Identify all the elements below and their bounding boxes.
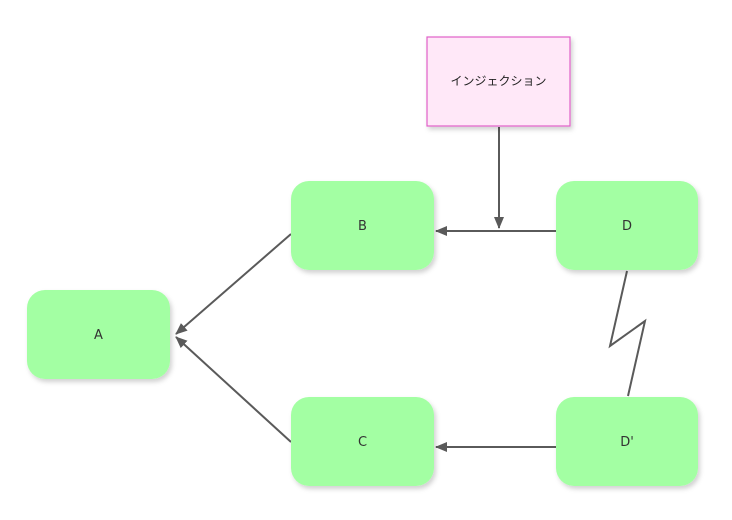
node-d-prime[interactable]: D' — [556, 397, 698, 486]
edge-d-dprime-lightning[interactable] — [608, 270, 647, 397]
node-a-box — [27, 290, 170, 379]
node-b-box — [291, 181, 434, 270]
edges — [175, 127, 647, 452]
node-c-box — [291, 397, 434, 486]
node-b[interactable]: B — [291, 181, 434, 270]
node-c-label: C — [358, 435, 367, 450]
node-a[interactable]: A — [27, 290, 170, 379]
node-d[interactable]: D — [556, 181, 698, 270]
node-d-box — [556, 181, 698, 270]
injection-note-label: インジェクション — [450, 74, 546, 88]
injection-note[interactable]: インジェクション — [426, 36, 571, 127]
node-d-prime-label: D' — [620, 435, 634, 450]
node-b-label: B — [358, 219, 367, 234]
node-d-label: D — [622, 219, 632, 234]
edge-c-to-a[interactable] — [175, 336, 292, 443]
injection-note-box — [426, 36, 571, 127]
node-d-prime-box — [556, 397, 698, 486]
edge-b-to-a[interactable] — [175, 233, 292, 335]
node-a-label: A — [94, 328, 103, 343]
node-c[interactable]: C — [291, 397, 434, 486]
